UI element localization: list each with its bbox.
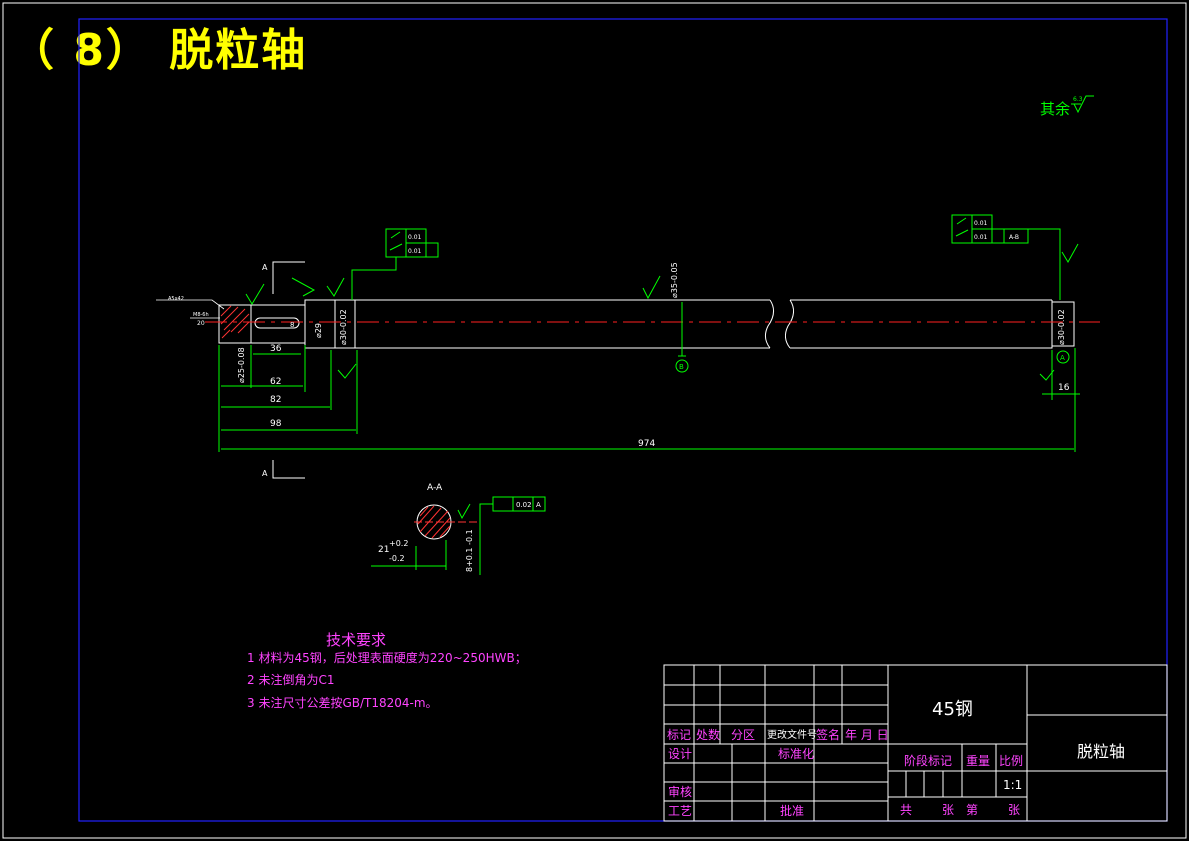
svg-text:⌀29: ⌀29 [314, 323, 323, 338]
svg-text:技术要求: 技术要求 [326, 631, 386, 649]
svg-text:82: 82 [270, 395, 281, 405]
dimension-texts: 36 62 82 98 974 16 8+0.1 -0.1 ⌀25-0.08 ⌀… [168, 262, 1070, 449]
svg-text:+0.2: +0.2 [389, 539, 408, 548]
svg-text:0.01: 0.01 [974, 234, 988, 241]
svg-text:标准化: 标准化 [778, 747, 814, 761]
svg-text:A: A [262, 263, 268, 272]
datum-label-b: B [679, 363, 684, 371]
svg-text:工艺: 工艺 [668, 804, 692, 818]
svg-text:共: 共 [900, 803, 912, 817]
svg-text:8+0.1 -0.1: 8+0.1 -0.1 [465, 529, 474, 572]
svg-text:⌀25-0.08: ⌀25-0.08 [237, 347, 246, 383]
svg-text:设计: 设计 [668, 747, 692, 761]
svg-text:21: 21 [378, 545, 389, 555]
tolerance-frame-left [351, 228, 439, 300]
drawing-border [78, 18, 1168, 822]
svg-text:974: 974 [638, 439, 655, 449]
surface-roughness-note: 其余 6.3 [1040, 95, 1094, 118]
svg-text:A: A [262, 469, 268, 478]
svg-text:审核: 审核 [668, 784, 692, 799]
datum-label-a: A [1060, 354, 1065, 362]
material-label: 45钢 [932, 699, 973, 720]
svg-text:其余: 其余 [1040, 100, 1070, 118]
svg-text:16: 16 [1058, 383, 1070, 393]
svg-text:重量: 重量 [966, 754, 990, 768]
svg-text:98: 98 [270, 419, 282, 429]
svg-text:62: 62 [270, 377, 281, 387]
svg-text:0.02: 0.02 [516, 501, 532, 509]
svg-text:36: 36 [270, 344, 282, 354]
tolerance-frame-right [951, 214, 1061, 300]
title-block [663, 664, 1168, 822]
section-view-aa: A-A 0.02 A 21 +0.2 -0.2 8+0.1 -0.1 [371, 483, 546, 575]
svg-text:A5x42: A5x42 [168, 296, 184, 302]
svg-text:M8-6h: M8-6h [193, 312, 209, 318]
svg-text:张: 张 [1008, 803, 1020, 817]
tolerance-values-right: 0.01 0.01 A-B [974, 220, 1019, 241]
tech-req-item: 3 未注尺寸公差按GB/T18204-m。 [247, 695, 438, 710]
svg-text:A-A: A-A [427, 483, 443, 493]
svg-text:标记: 标记 [667, 728, 691, 742]
svg-text:第: 第 [966, 803, 978, 817]
title-block-text: 45钢 脱粒轴 1:1 标记 处数 分区 更改文件号 签名 年 月 日 设计 标… [667, 699, 1125, 818]
svg-text:0.01: 0.01 [408, 234, 422, 241]
svg-text:⌀30-0.02: ⌀30-0.02 [339, 309, 348, 345]
datum-markers [675, 350, 1070, 373]
svg-text:签名: 签名 [816, 727, 840, 742]
svg-text:⌀35-0.05: ⌀35-0.05 [670, 262, 679, 298]
svg-text:0.01: 0.01 [974, 220, 988, 227]
shaft-outline [218, 299, 1075, 349]
svg-text:A: A [536, 501, 541, 509]
svg-text:8: 8 [290, 321, 294, 329]
section-cut-marks: A A [262, 261, 305, 479]
dimension-lines [218, 302, 1080, 452]
technical-requirements: 技术要求 1 材料为45钢，后处理表面硬度为220~250HWB； 2 未注倒角… [247, 631, 527, 710]
part-name: 脱粒轴 [1077, 742, 1125, 761]
hatched-thread-end [220, 305, 250, 339]
leader-lines [156, 299, 225, 319]
svg-text:更改文件号: 更改文件号 [767, 728, 817, 741]
svg-text:20: 20 [197, 320, 205, 327]
page-title: （ 8） 脱粒轴 [10, 25, 308, 76]
svg-text:张: 张 [942, 803, 954, 817]
svg-text:分区: 分区 [731, 728, 755, 742]
svg-text:A-B: A-B [1009, 234, 1019, 241]
svg-text:0.01: 0.01 [408, 248, 422, 255]
svg-text:⌀30-0.02: ⌀30-0.02 [1057, 309, 1066, 345]
svg-text:1:1: 1:1 [1003, 778, 1022, 792]
svg-text:阶段标记: 阶段标记 [904, 753, 952, 768]
tolerance-values-left: 0.01 0.01 [408, 234, 422, 255]
svg-text:比例: 比例 [999, 754, 1023, 768]
svg-text:批准: 批准 [780, 803, 804, 818]
svg-text:处数: 处数 [696, 727, 720, 742]
tech-req-item: 1 材料为45钢，后处理表面硬度为220~250HWB； [247, 650, 527, 665]
svg-text:6.3: 6.3 [1073, 96, 1083, 103]
svg-text:-0.2: -0.2 [389, 554, 405, 563]
svg-text:年 月 日: 年 月 日 [845, 728, 889, 742]
roughness-symbols [245, 243, 1079, 381]
tech-req-item: 2 未注倒角为C1 [247, 672, 334, 687]
